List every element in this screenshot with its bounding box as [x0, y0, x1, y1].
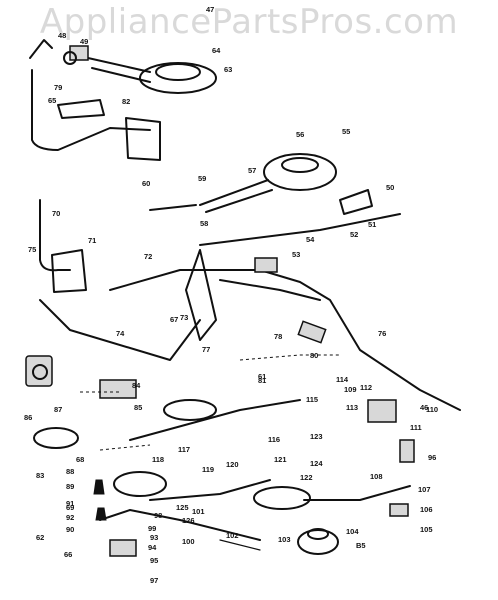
callout-80: 80: [310, 351, 318, 360]
top-burner-assembly: [29, 39, 217, 94]
callout-119: 119: [202, 465, 214, 474]
callout-88: 88: [66, 467, 74, 476]
callout-111: 111: [410, 423, 422, 432]
callout-101: 101: [192, 507, 205, 516]
callout-107: 107: [418, 485, 431, 494]
callout-126: 126: [182, 516, 195, 525]
callout-79: 79: [54, 83, 62, 92]
callout-90: 90: [66, 525, 74, 534]
lower-burner-left: [33, 399, 301, 501]
callout-112: 112: [360, 383, 372, 392]
callout-121: 121: [274, 455, 287, 464]
callout-87: 87: [54, 405, 62, 414]
callout-102: 102: [226, 531, 239, 540]
callout-61: 61: [258, 372, 266, 381]
callout-81: 81: [258, 376, 266, 385]
callout-104: 104: [346, 527, 359, 536]
callout-48: 48: [58, 31, 66, 40]
callout-72: 72: [144, 252, 152, 261]
callout-labels: 46 47 48 49 50 51 52 53 54 55 56 57 58 5…: [24, 5, 438, 585]
callout-75: 75: [28, 245, 36, 254]
callout-50: 50: [386, 183, 394, 192]
callout-98: 98: [154, 511, 162, 520]
callout-115: 115: [306, 395, 318, 404]
callout-71: 71: [88, 236, 96, 245]
callout-97: 97: [150, 576, 158, 585]
supply-tubing-left: [31, 69, 201, 361]
callout-76: 76: [378, 329, 386, 338]
callout-53: 53: [292, 250, 300, 259]
callout-124: 124: [310, 459, 323, 468]
callout-105: 105: [420, 525, 433, 534]
callout-70: 70: [52, 209, 60, 218]
callout-125: 125: [176, 503, 189, 512]
callout-82: 82: [122, 97, 130, 106]
callout-86: 86: [24, 413, 32, 422]
callout-120: 120: [226, 460, 239, 469]
callout-49: 49: [80, 37, 88, 46]
callout-94: 94: [148, 543, 157, 552]
callout-60: 60: [142, 179, 150, 188]
callout-77: 77: [202, 345, 210, 354]
callout-85: 85: [134, 403, 142, 412]
manifold-tubes: [109, 249, 461, 411]
callout-116: 116: [268, 435, 280, 444]
callout-74: 74: [116, 329, 125, 338]
callout-108: 108: [370, 472, 383, 481]
callout-109: 109: [344, 385, 357, 394]
callout-67: 67: [170, 315, 178, 324]
middle-burner-assembly: [149, 153, 401, 246]
callout-56: 56: [296, 130, 304, 139]
callout-118: 118: [152, 455, 164, 464]
callout-100: 100: [182, 537, 195, 546]
callout-122: 122: [300, 473, 313, 482]
callout-103: 103: [278, 535, 291, 544]
callout-55: 55: [342, 127, 350, 136]
watermark-text: AppliancePartsPros.com: [39, 2, 459, 42]
callout-106: 106: [420, 505, 433, 514]
callout-83: 83: [36, 471, 44, 480]
callout-93: 93: [150, 533, 158, 542]
callout-63: 63: [224, 65, 232, 74]
callout-65: 65: [48, 96, 56, 105]
callout-113: 113: [346, 403, 358, 412]
callout-52: 52: [350, 230, 358, 239]
callout-64: 64: [212, 46, 221, 55]
callout-47: 47: [206, 5, 214, 14]
callout-68: 68: [76, 455, 84, 464]
callout-99: 99: [148, 524, 156, 533]
valve-fittings: [25, 355, 415, 557]
callout-117: 117: [178, 445, 190, 454]
callout-58: 58: [200, 219, 208, 228]
callout-92: 92: [66, 513, 74, 522]
callout-84: 84: [132, 381, 141, 390]
callout-114: 114: [336, 375, 349, 384]
callout-78: 78: [274, 332, 282, 341]
callout-89: 89: [66, 482, 74, 491]
callout-57: 57: [248, 166, 256, 175]
callout-96: 96: [428, 453, 436, 462]
callout-59: 59: [198, 174, 206, 183]
footer-code: B5: [356, 541, 366, 550]
callout-95: 95: [150, 556, 158, 565]
callout-110: 110: [426, 405, 438, 414]
callout-69: 69: [66, 503, 74, 512]
callout-123: 123: [310, 432, 323, 441]
callout-46: 46: [420, 403, 428, 412]
callout-66: 66: [64, 550, 72, 559]
callout-51: 51: [368, 220, 376, 229]
callout-73: 73: [180, 313, 188, 322]
lower-burner-right: [99, 485, 411, 555]
callout-91: 91: [66, 499, 74, 508]
callout-54: 54: [306, 235, 315, 244]
callout-62: 62: [36, 533, 44, 542]
